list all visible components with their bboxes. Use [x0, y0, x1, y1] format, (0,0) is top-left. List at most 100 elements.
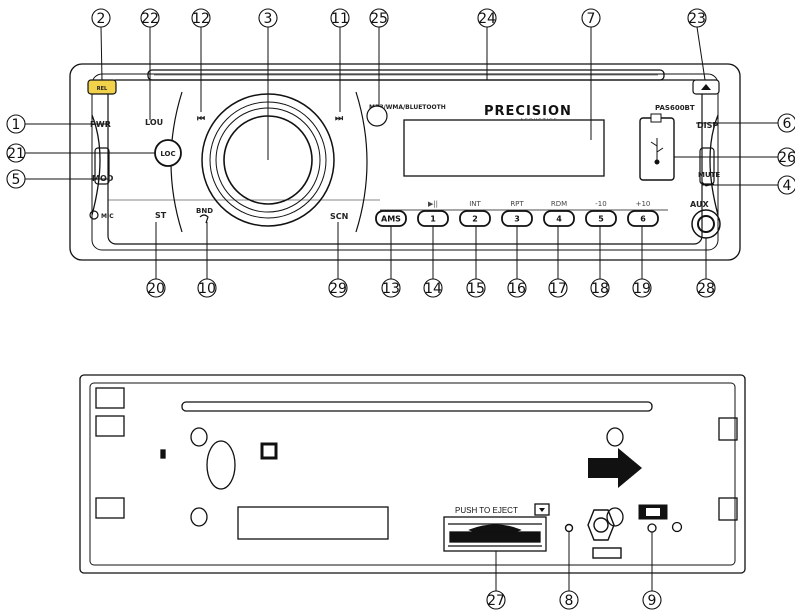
preset-label: 2 [472, 215, 478, 224]
callout-number: 6 [783, 116, 792, 132]
callout-17: 17 [548, 226, 568, 298]
brand-logo: PRECISION [484, 104, 572, 119]
rel-label: REL [97, 86, 108, 92]
tab-left-2 [95, 415, 125, 437]
callout-number: 14 [424, 281, 442, 297]
preset-button-5[interactable]: 5-10 [585, 200, 617, 227]
callout-6: 6 [696, 113, 795, 133]
callout-9: 9 [642, 532, 662, 610]
right-face-curve [709, 114, 719, 216]
mute-label: MUTE [698, 171, 720, 179]
preset-button-ams[interactable]: AMS [375, 210, 407, 227]
callout-number: 7 [587, 11, 596, 27]
callout-number: 16 [508, 281, 526, 297]
eject-button[interactable] [692, 79, 720, 95]
preset-button-6[interactable]: 6+10 [627, 200, 659, 227]
preset-label: 3 [514, 215, 520, 224]
usb-icon [650, 138, 664, 165]
loc-button[interactable]: LOC [154, 139, 182, 167]
callout-28: 28 [696, 238, 716, 298]
right-handle [699, 147, 715, 185]
callout-number: 5 [12, 172, 21, 188]
preset-button-row: AMS 1▶|| 2 INT 3 RPT 4 RDM 5-10 6+10 [375, 200, 659, 227]
back-hole-br [606, 507, 624, 527]
bnd-label[interactable]: BND [196, 207, 213, 215]
mic-label: MIC [101, 213, 114, 220]
preset-label: 4 [556, 215, 562, 224]
back-hole-bl [190, 507, 208, 527]
back-hole-tr [606, 427, 624, 447]
antenna-connector[interactable] [564, 509, 622, 559]
callout-number: 23 [688, 11, 706, 27]
front-chassis-inner [91, 73, 719, 251]
cd-slot [147, 69, 665, 81]
front-chassis-outline [69, 63, 741, 261]
callout-14: 14 [423, 226, 443, 298]
callout-number: 18 [591, 281, 609, 297]
callout-16: 16 [507, 226, 527, 298]
callout-22: 22 [140, 8, 160, 120]
fuse-window [646, 508, 660, 516]
antenna-hex [587, 509, 615, 541]
callout-11: 11 [330, 8, 350, 112]
back-hole-tl [190, 427, 208, 447]
lcd-display [403, 119, 605, 177]
mic-hole [89, 210, 99, 220]
callout-10: 10 [197, 222, 217, 298]
rel-button[interactable]: REL [87, 79, 117, 95]
usb-port[interactable] [639, 113, 675, 181]
left-face-curve [91, 114, 101, 216]
ir-sensor [366, 105, 388, 127]
aux-label: AUX [690, 200, 709, 209]
callout-25: 25 [369, 8, 389, 106]
callout-number: 9 [648, 593, 657, 609]
callout-number: 19 [633, 281, 651, 297]
callout-20: 20 [146, 222, 166, 298]
preset-button-2[interactable]: 2 INT [459, 200, 491, 227]
tab-left-1 [95, 387, 125, 409]
callout-26: 26 [674, 147, 795, 167]
card-slot-shadow [449, 531, 541, 543]
back-oval [206, 440, 236, 490]
next-track-icon[interactable]: ⏭ [335, 114, 344, 124]
preset-top-label: INT [469, 200, 481, 208]
preset-top-label: RPT [510, 200, 524, 208]
callout-18: 18 [590, 226, 610, 298]
fuse-holder[interactable] [638, 504, 683, 533]
mic-group: MIC [89, 210, 114, 220]
preset-button-1[interactable]: 1▶|| [417, 200, 449, 227]
back-window [237, 506, 389, 540]
fuse-hole-1 [647, 523, 657, 533]
callout-number: 12 [192, 11, 210, 27]
back-chassis-outline [79, 374, 746, 574]
prev-track-icon[interactable]: ⏮ [197, 114, 205, 124]
callout-29: 29 [328, 222, 348, 298]
lou-label[interactable]: LOU [145, 118, 163, 127]
preset-button-3[interactable]: 3 RPT [501, 200, 533, 227]
front-panel [69, 63, 741, 261]
preset-label: 6 [640, 215, 646, 224]
tab-right-2 [718, 497, 738, 521]
callout-1: 1 [6, 114, 108, 134]
st-label[interactable]: ST [155, 211, 167, 220]
callout-24: 24 [477, 8, 497, 80]
callout-27: 27 [486, 551, 506, 610]
left-handles [94, 147, 715, 185]
preset-button-4[interactable]: 4 RDM [543, 200, 575, 227]
card-ejector[interactable]: PUSH TO EJECT [443, 503, 550, 552]
preset-label: AMS [381, 215, 401, 224]
back-square-mark [260, 442, 278, 460]
callout-number: 2 [97, 11, 106, 27]
callout-number: 26 [778, 150, 795, 166]
fuse-hole-2 [671, 521, 683, 533]
callout-number: 20 [147, 281, 165, 297]
antenna-inner [593, 517, 609, 533]
preset-top-label: RDM [551, 200, 567, 208]
scn-label[interactable]: SCN [330, 212, 348, 221]
callout-number: 1 [12, 117, 21, 133]
callout-number: 4 [783, 178, 792, 194]
callout-23: 23 [687, 8, 707, 81]
